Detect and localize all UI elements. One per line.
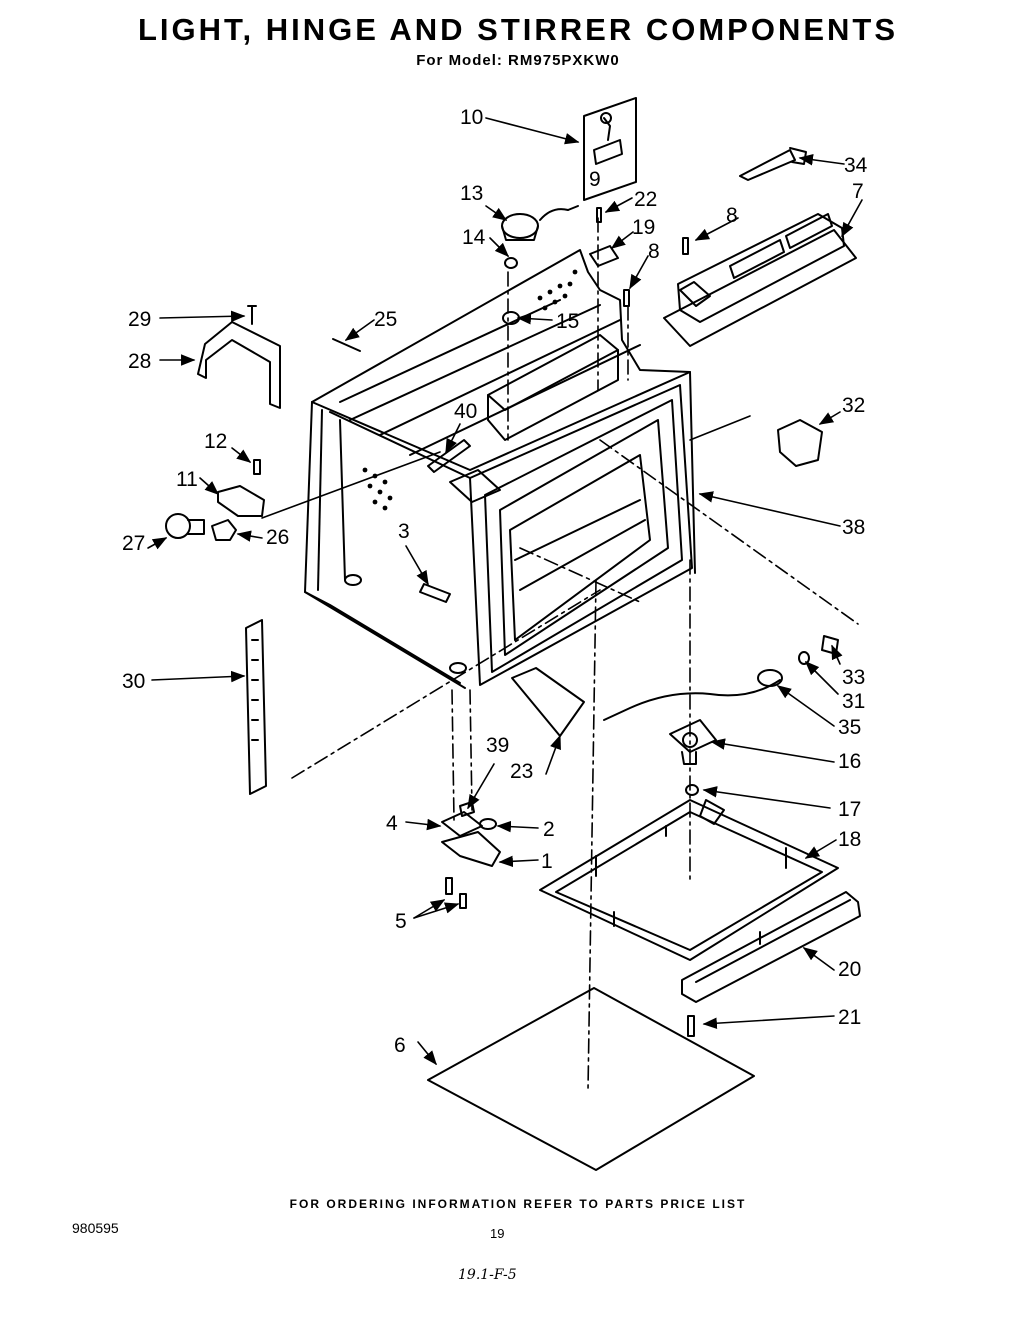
callout-22: 22 xyxy=(634,188,657,211)
switch-32 xyxy=(777,419,823,467)
stirrer-frame-18 xyxy=(539,799,839,961)
alignment-lines xyxy=(291,217,859,1091)
callout-34: 34 xyxy=(844,154,868,177)
bracket-3 xyxy=(419,583,451,603)
diagram-title: LIGHT, HINGE AND STIRRER COMPONENTS xyxy=(137,12,899,47)
callout-5: 5 xyxy=(395,910,407,933)
callout-27: 27 xyxy=(122,532,145,555)
callout-9: 9 xyxy=(589,168,601,191)
bearing-17 xyxy=(685,784,699,796)
callout-12: 12 xyxy=(204,430,227,453)
callout-39: 39 xyxy=(486,734,509,757)
callout-11: 11 xyxy=(176,468,198,491)
callout-20: 20 xyxy=(838,958,861,981)
callout-38: 38 xyxy=(842,516,865,539)
handwritten-note: 19.1-F-5 xyxy=(458,1267,517,1283)
callout-32: 32 xyxy=(842,394,865,417)
lamp-bulb-27 xyxy=(165,513,205,539)
callout-2: 2 xyxy=(543,818,555,841)
callout-13: 13 xyxy=(460,182,483,205)
callout-35: 35 xyxy=(838,716,861,739)
document-number: 980595 xyxy=(72,1220,119,1236)
light-housing-7 xyxy=(663,213,857,347)
lamp-socket-11 xyxy=(217,485,265,517)
callout-4: 4 xyxy=(386,812,398,835)
callout-7: 7 xyxy=(852,180,864,203)
callout-15: 15 xyxy=(556,310,579,333)
callout-17: 17 xyxy=(838,798,861,821)
callout-19: 19 xyxy=(632,216,655,239)
stirrer-motor-13 xyxy=(501,205,579,241)
callout-6: 6 xyxy=(394,1034,406,1057)
leader-lines xyxy=(261,415,751,519)
page-number: 19 xyxy=(490,1226,505,1241)
callout-25: 25 xyxy=(374,308,397,331)
callout-10: 10 xyxy=(460,106,483,129)
callout-arrows xyxy=(147,117,863,1066)
ordering-note: FOR ORDERING INFORMATION REFER TO PARTS … xyxy=(289,1197,747,1211)
probe-34 xyxy=(739,147,807,181)
rail-20 xyxy=(681,891,861,1003)
model-subtitle: For Model: RM975PXKW0 xyxy=(416,52,620,69)
bracket-assembly-10 xyxy=(583,97,637,201)
oven-cavity xyxy=(304,249,696,689)
callout-30: 30 xyxy=(122,670,145,693)
callout-29: 29 xyxy=(128,308,151,331)
callout-28: 28 xyxy=(128,350,151,373)
stirrer-blade-16 xyxy=(669,719,717,765)
cable-35 xyxy=(603,635,839,721)
callout-21: 21 xyxy=(838,1006,861,1029)
bottom-panel-6 xyxy=(427,987,755,1171)
callout-16: 16 xyxy=(838,750,861,773)
choke-strip-30 xyxy=(245,619,267,795)
callout-40: 40 xyxy=(454,400,477,423)
hinge-assembly xyxy=(441,801,501,909)
callout-3: 3 xyxy=(398,520,410,543)
callout-14: 14 xyxy=(462,226,486,249)
screw-21 xyxy=(687,1015,695,1037)
callout-8a: 8 xyxy=(726,204,738,227)
callout-23: 23 xyxy=(510,760,533,783)
callout-26: 26 xyxy=(266,526,289,549)
small-screws xyxy=(247,207,689,475)
cover-plate-23 xyxy=(511,667,585,737)
bracket-28 xyxy=(197,321,281,409)
callout-1: 1 xyxy=(541,850,553,873)
callout-31: 31 xyxy=(842,690,865,713)
callout-33: 33 xyxy=(842,666,865,689)
lamp-lens-26 xyxy=(211,519,237,541)
callout-8b: 8 xyxy=(648,240,660,263)
callout-18: 18 xyxy=(838,828,861,851)
